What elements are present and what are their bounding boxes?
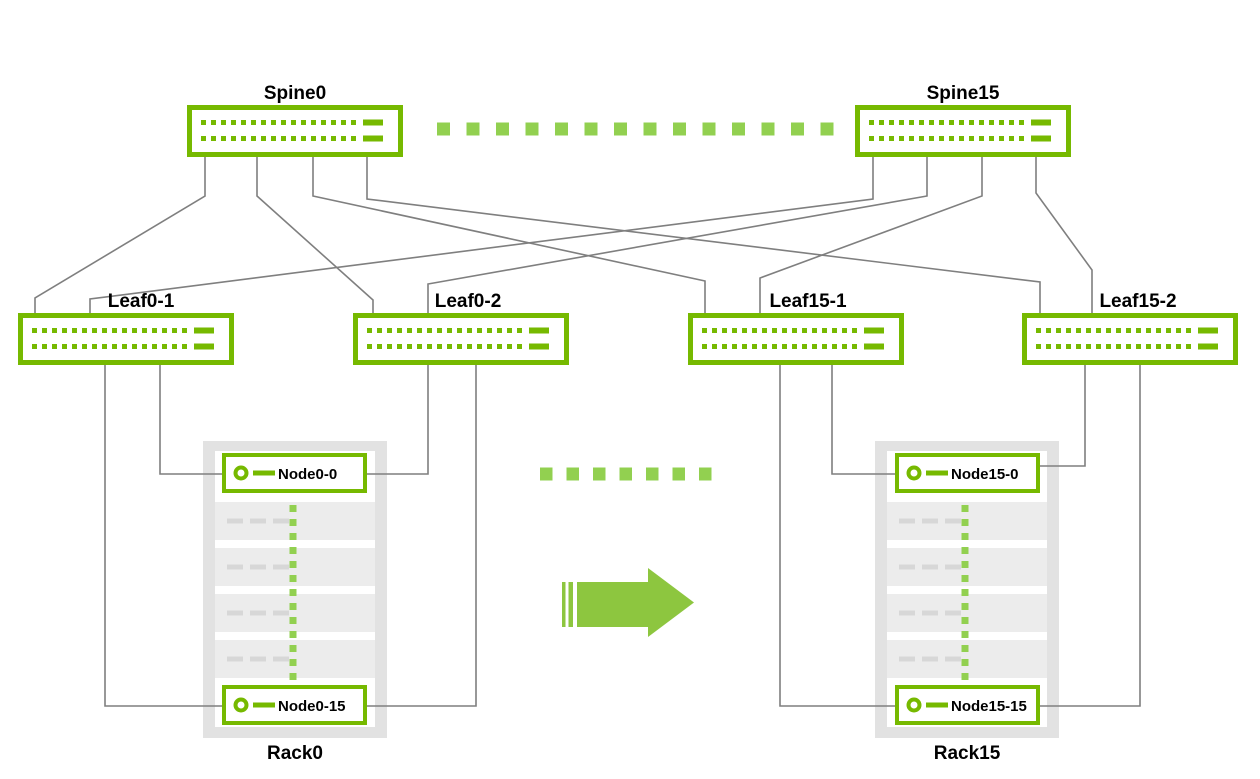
link-line [1035,157,1093,313]
link-line [256,157,374,313]
switch-icon-leaf0-1 [21,316,232,363]
link-line [759,157,983,313]
switch-icon-leaf15-2 [1025,316,1236,363]
node0-0-label: Node0-0 [278,466,337,483]
spine-leaf-links [34,157,1093,313]
switch-icon-leaf0-2 [356,316,567,363]
link-line [312,157,706,313]
link-line [1038,365,1086,467]
rack0-label: Rack0 [267,743,323,764]
link-line [159,365,225,475]
link-line [89,157,874,313]
node15-0-label: Node15-0 [951,466,1019,483]
spine0-label: Spine0 [264,83,326,104]
link-line [831,365,898,475]
switch-icon-spine15 [858,108,1069,155]
link-line [365,365,429,475]
node15-15-label: Node15-15 [951,698,1027,715]
leaf0-1-label: Leaf0-1 [108,291,175,312]
link-line [104,365,225,707]
link-line [366,157,1041,313]
leaf15-2-label: Leaf15-2 [1099,291,1176,312]
link-line [34,157,206,313]
link-line [779,365,898,707]
leaf-node-links [104,365,1141,707]
leaf0-2-label: Leaf0-2 [435,291,502,312]
switch-icon-spine0 [190,108,401,155]
link-line [365,365,477,707]
spine15-label: Spine15 [927,83,1000,104]
switch-icon-leaf15-1 [691,316,902,363]
arrow-right-icon [562,568,694,637]
link-line [1038,365,1141,707]
link-line [427,157,928,313]
rack15-label: Rack15 [934,743,1001,764]
node0-15-label: Node0-15 [278,698,346,715]
leaf15-1-label: Leaf15-1 [769,291,847,312]
